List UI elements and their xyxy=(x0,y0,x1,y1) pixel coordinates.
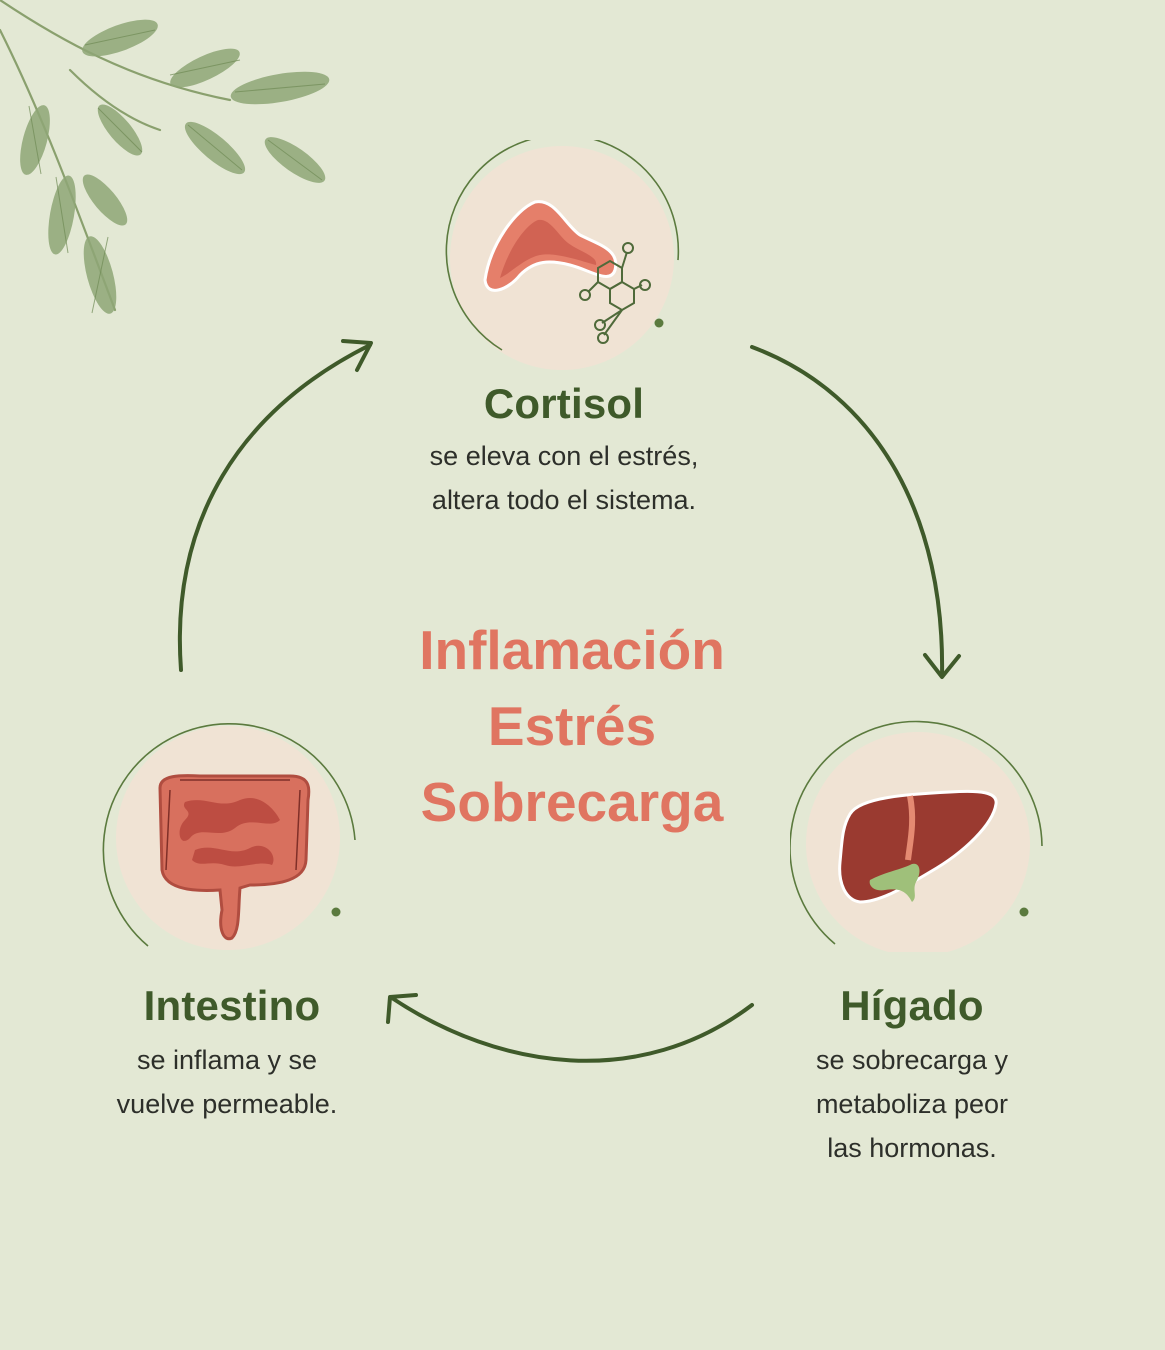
arrowhead-cortisol xyxy=(341,339,373,372)
intestino-desc-line: se inflama y se xyxy=(136,1045,318,1075)
intestino-title: Intestino xyxy=(143,982,321,1029)
cortisol-desc-line: se eleva con el estrés, xyxy=(429,441,699,471)
higado-title: Hígado xyxy=(840,982,984,1029)
intestine-icon xyxy=(102,723,356,950)
center-word-inflamacion: Inflamación xyxy=(419,619,725,681)
arrowhead-higado xyxy=(923,653,961,679)
arrowhead-intestino xyxy=(386,993,418,1024)
cortisol-desc-line: altera todo el sistema. xyxy=(431,485,697,515)
leaf-branch-icon xyxy=(0,0,330,314)
cortisol-title: Cortisol xyxy=(483,380,645,427)
center-word-estres: Estrés xyxy=(487,695,657,757)
arrow-intestino-to-cortisol xyxy=(177,343,372,672)
center-keywords: Inflamación Estrés Sobrecarga xyxy=(372,612,772,840)
intestino-description: se inflama y se vuelve permeable. xyxy=(47,1038,407,1126)
intestino-desc-line: vuelve permeable. xyxy=(116,1089,338,1119)
cortisol-description: se eleva con el estrés, altera todo el s… xyxy=(384,434,744,522)
liver-icon xyxy=(790,720,1043,952)
center-word-sobrecarga: Sobrecarga xyxy=(420,771,724,833)
higado-desc-line: metaboliza peor xyxy=(815,1089,1009,1119)
higado-desc-line: se sobrecarga y xyxy=(815,1045,1009,1075)
arrow-cortisol-to-higado xyxy=(750,345,945,678)
adrenal-gland-molecule-icon xyxy=(445,140,680,370)
higado-description: se sobrecarga y metaboliza peor las horm… xyxy=(732,1038,1092,1170)
arrow-higado-to-intestino xyxy=(390,996,754,1063)
higado-desc-line: las hormonas. xyxy=(827,1133,997,1163)
